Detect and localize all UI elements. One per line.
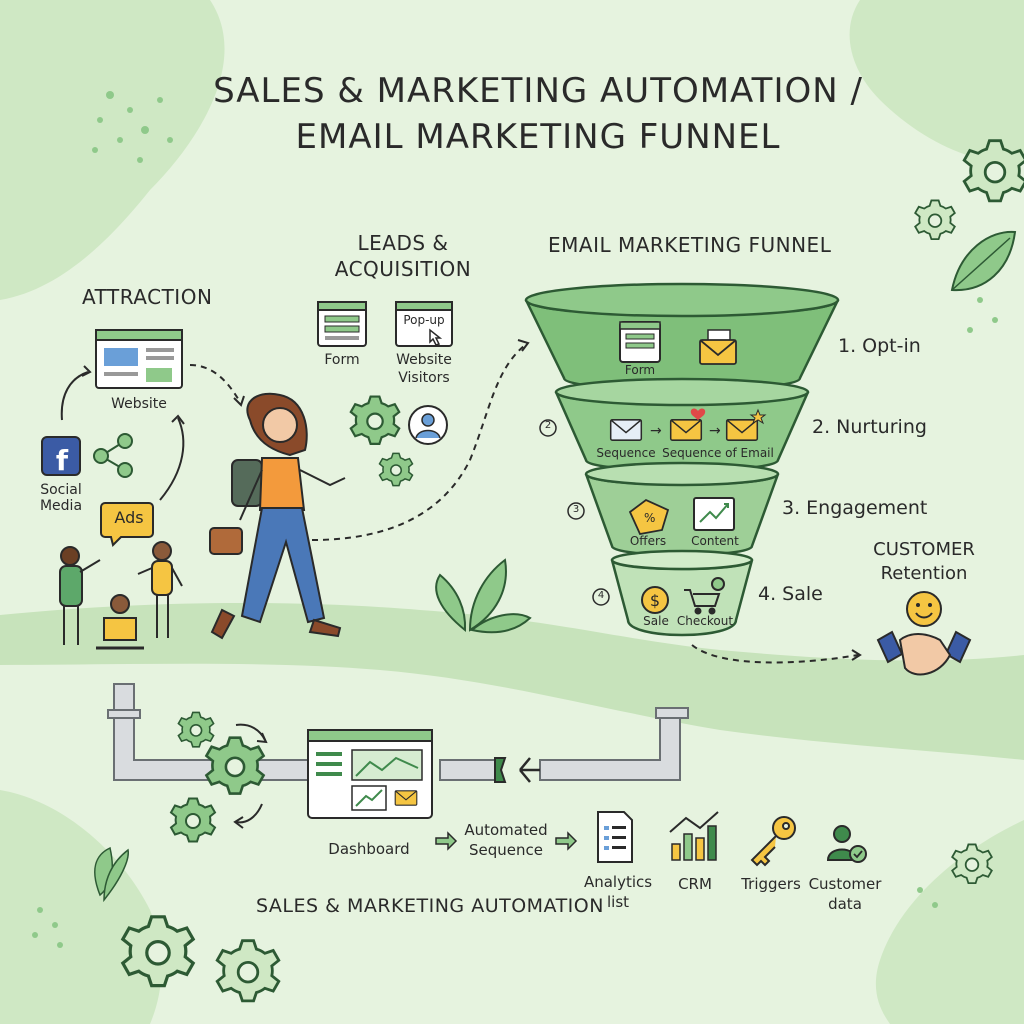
customer-heading: CUSTOMER [873,539,975,560]
funnel-form-icon [619,321,661,363]
form-window-icon [317,301,367,347]
leads-form-label: Form [324,352,360,368]
user-icon [408,405,448,445]
funnel-envelope-icon [699,329,737,365]
email-funnel-illustration [524,282,840,637]
ads-label: Ads [114,508,144,527]
attraction-heading: ATTRACTION [82,285,213,309]
svg-text:%: % [644,511,655,525]
funnel-sale-label: Sale [643,614,669,628]
analytics-label-line-2: list [606,893,630,911]
automated-sequence-line-1: Automated [464,821,548,839]
svg-text:$: $ [650,591,660,610]
title-line-2: EMAIL MARKETING FUNNEL [295,117,781,157]
ads-bubble-icon [100,502,154,547]
key-icon [750,816,796,867]
customer-data-icon [826,825,867,863]
walking-woman-illustration [209,392,346,640]
svg-text:→: → [650,423,662,439]
sequence-envelope-icons: → → [609,408,767,441]
funnel-offers-label: Offers [629,534,667,548]
blob-top-left [0,0,225,300]
pipeline-arrow [519,757,540,783]
funnel-sequence-of-email-label: Sequence of Email [662,446,774,460]
analytics-list-icon [597,811,633,863]
share-icon [93,433,133,478]
flow-arrows-automation [435,831,578,851]
popup-window-icon [395,301,453,347]
offer-tag-icon: % [628,498,670,536]
stage-nurturing-label: 2. Nurturing [812,416,927,438]
ground-path [0,603,1024,760]
website-label: Website [111,396,167,412]
website-window-icon [95,329,183,389]
funnel-sequence-label: Sequence [596,446,656,460]
svg-text:→: → [709,423,721,439]
website-visitors-line-2: Visitors [398,370,450,386]
crm-label: CRM [678,875,712,893]
stage-number-2: 2 [544,420,552,431]
leads-heading-line-2: ACQUISITION [334,257,472,281]
gears-bottom [121,843,993,1003]
funnel-form-label: Form [624,363,656,377]
analytics-label-line-1: Analytics [583,873,653,891]
flow-arrow-to-funnel [311,344,526,541]
decorative-dots [32,91,998,948]
facebook-icon: f [41,436,81,477]
social-media-label: Social Media [39,482,83,515]
stage-sale-label: 4. Sale [758,583,823,605]
people-group-illustration [59,541,183,650]
smiley-icon [906,591,942,627]
stage-number-3: 3 [572,504,580,515]
blob-bottom-right [875,820,1024,1024]
dashboard-window-icon [307,729,433,819]
dollar-coin-icon: $ [641,586,669,614]
gears-leads [349,395,414,487]
crm-chart-icon [669,811,719,861]
automation-heading: SALES & MARKETING AUTOMATION [256,895,604,917]
title-line-1: SALES & MARKETING AUTOMATION / [213,71,863,111]
blob-bottom-left [0,790,162,1024]
retention-label: Retention [880,563,968,584]
blob-top-right [849,0,1024,162]
customer-data-label-line-1: Customer [808,875,882,893]
handshake-icon [876,630,972,676]
dashboard-label: Dashboard [328,840,410,858]
funnel-content-label: Content [691,534,739,548]
customer-data-label-line-2: data [828,895,862,913]
automation-pipeline [107,683,689,781]
popup-label: Pop-up [403,313,445,327]
funnel-heading: EMAIL MARKETING FUNNEL [548,233,832,257]
stage-opt-in-label: 1. Opt-in [838,335,921,357]
plant-illustration [435,558,532,634]
svg-text:f: f [56,444,69,477]
funnel-checkout-label: Checkout [676,614,734,628]
stage-engagement-label: 3. Engagement [782,497,928,519]
stage-number-4: 4 [597,590,605,601]
triggers-label: Triggers [741,875,801,893]
stage-number-circles [539,419,610,606]
content-chart-icon [693,497,735,531]
shopping-cart-icon [684,577,725,615]
leads-heading-line-1: LEADS & [357,231,449,255]
automated-sequence-line-2: Sequence [469,841,543,859]
website-visitors-line-1: Website [396,352,452,368]
